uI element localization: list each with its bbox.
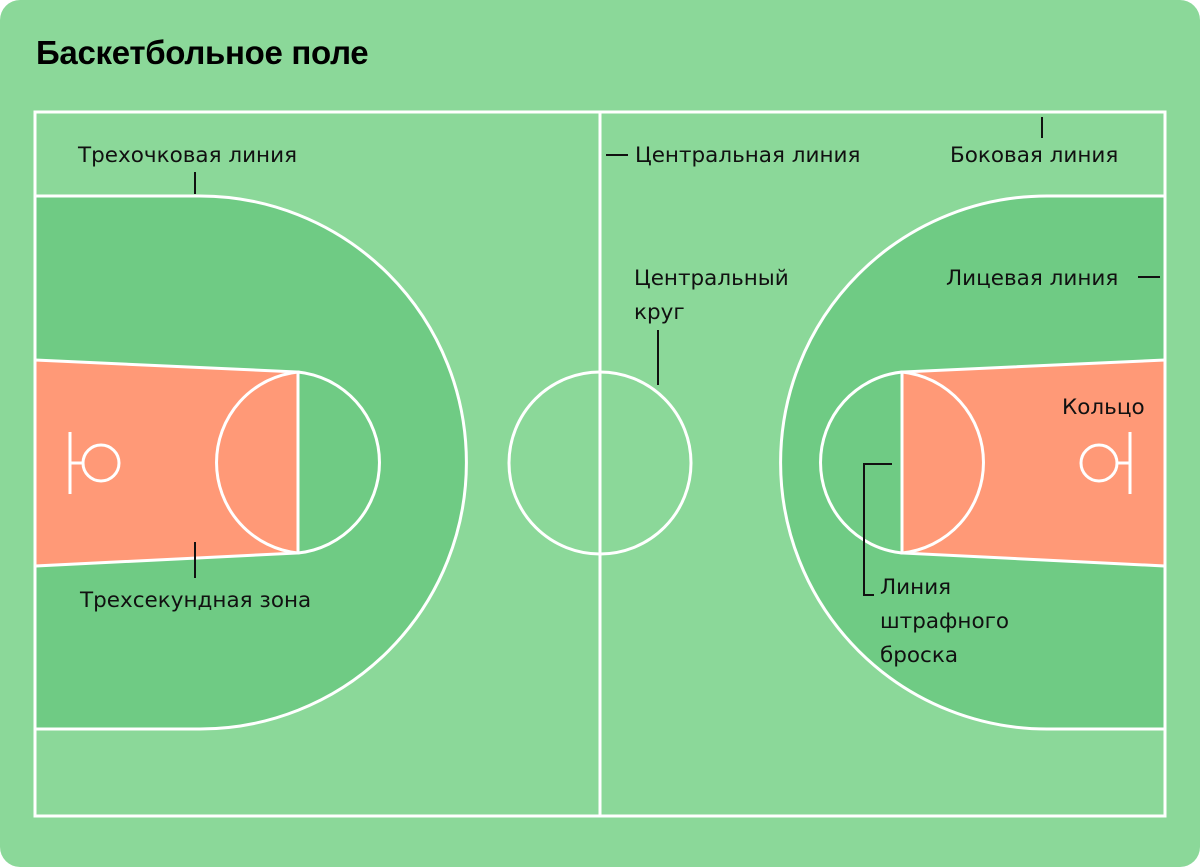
label-free-throw-line3: броска <box>880 643 958 668</box>
page-title: Баскетбольное поле <box>36 34 369 71</box>
label-end-line: Лицевая линия <box>946 266 1118 291</box>
label-center-line: Центральная линия <box>635 143 860 168</box>
hoop-right-icon <box>1079 432 1132 494</box>
free-throw-circle-right-inner <box>901 370 985 555</box>
label-side-line: Боковая линия <box>950 143 1118 168</box>
label-three-second-zone: Трехсекундная зона <box>79 588 311 613</box>
free-throw-circle-left-outer <box>297 370 381 555</box>
court-boundary <box>33 110 1167 818</box>
label-center-circle-line1: Центральный <box>634 266 789 291</box>
free-throw-circle-left-inner <box>215 370 299 555</box>
label-center-circle-line2: круг <box>634 300 685 325</box>
leader-free-throw <box>863 463 892 596</box>
label-free-throw-line1: Линия <box>880 575 951 600</box>
label-free-throw-line2: штрафного <box>880 609 1009 634</box>
center-circle <box>507 370 693 556</box>
free-throw-circle-right-outer <box>819 370 903 555</box>
label-three-point-line: Трехочковая линия <box>77 143 297 168</box>
label-hoop: Кольцо <box>1062 395 1145 420</box>
hoop-left-icon <box>68 432 121 494</box>
